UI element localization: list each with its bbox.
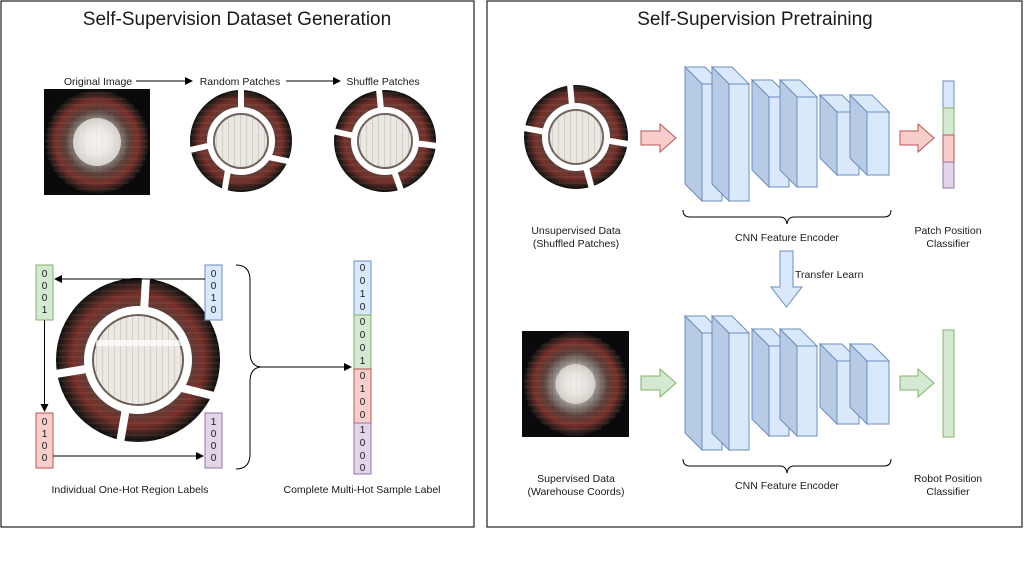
region-patches-image — [55, 276, 223, 444]
robot-classifier-label: Robot Position — [914, 473, 982, 485]
vector-digit: 0 — [211, 453, 217, 464]
multihot-digit: 0 — [360, 302, 366, 313]
left-panel-frame — [0, 0, 475, 528]
vector-digit: 1 — [42, 305, 48, 316]
onehot-vector-blue: 0 0 1 0 — [204, 264, 223, 321]
unsupervised-data-image — [523, 83, 629, 190]
input-arrow-green — [640, 367, 677, 399]
cnn-encoder-top — [683, 65, 891, 203]
grouping-brace — [235, 264, 263, 470]
onehot-vector-purple: 1 0 0 0 — [204, 412, 223, 469]
vector-digit: 0 — [42, 441, 48, 452]
multihot-vector: 0 0 1 0 0 0 0 1 0 1 0 0 1 0 0 0 — [353, 260, 372, 475]
robot-position-classifier — [942, 329, 955, 438]
unsupervised-data-label: Unsupervised Data — [531, 225, 620, 237]
vector-digit: 0 — [211, 281, 217, 292]
vector-digit: 0 — [211, 429, 217, 440]
onehot-vector-green: 0 0 0 1 — [35, 264, 54, 321]
patch-classifier-sublabel: Classifier — [926, 238, 970, 250]
vector-digit: 1 — [211, 417, 217, 428]
multihot-digit: 0 — [360, 397, 366, 408]
vector-digit: 0 — [42, 453, 48, 464]
vector-digit: 0 — [42, 269, 48, 280]
random-patches-image — [189, 88, 293, 195]
multihot-digit: 0 — [360, 317, 366, 328]
encoder-label-top: CNN Feature Encoder — [735, 232, 839, 244]
unsupervised-data-sublabel: (Shuffled Patches) — [533, 238, 619, 250]
right-panel-title: Self-Supervision Pretraining — [637, 9, 873, 30]
left-panel-title: Self-Supervision Dataset Generation — [83, 9, 391, 30]
onehot-vector-red: 0 1 0 0 — [35, 412, 54, 469]
vector-digit: 0 — [42, 417, 48, 428]
encoder-brace-bottom — [682, 458, 892, 474]
supervised-data-image — [522, 331, 629, 437]
patch-classifier-label: Patch Position — [914, 225, 981, 237]
patch-position-classifier — [942, 80, 955, 189]
multihot-digit: 0 — [360, 263, 366, 274]
multihot-digit: 1 — [360, 425, 366, 436]
multihot-digit: 1 — [360, 356, 366, 367]
random-patches-label: Random Patches — [200, 76, 281, 88]
multihot-digit: 0 — [360, 410, 366, 421]
multihot-digit: 1 — [360, 384, 366, 395]
complete-label-caption: Complete Multi-Hot Sample Label — [284, 484, 441, 496]
vector-digit: 0 — [211, 441, 217, 452]
transfer-learn-arrow — [769, 250, 804, 308]
vector-digit: 0 — [42, 281, 48, 292]
output-arrow-green — [899, 367, 935, 399]
multihot-digit: 1 — [360, 289, 366, 300]
supervised-data-sublabel: (Warehouse Coords) — [527, 486, 624, 498]
multihot-digit: 0 — [360, 371, 366, 382]
encoder-label-bottom: CNN Feature Encoder — [735, 480, 839, 492]
original-fisheye-image — [44, 89, 150, 195]
vector-digit: 0 — [42, 293, 48, 304]
right-panel-frame — [486, 0, 1023, 528]
original-image-label: Original Image — [64, 76, 132, 88]
shuffle-patches-label: Shuffle Patches — [346, 76, 419, 88]
supervised-data-label: Supervised Data — [537, 473, 615, 485]
vector-digit: 0 — [211, 269, 217, 280]
encoder-brace-top — [682, 209, 892, 225]
multihot-digit: 0 — [360, 276, 366, 287]
vector-digit: 0 — [211, 305, 217, 316]
multihot-digit: 0 — [360, 330, 366, 341]
multihot-digit: 0 — [360, 343, 366, 354]
shuffled-patches-image — [331, 88, 438, 195]
multihot-digit: 0 — [360, 463, 366, 474]
transfer-learn-label: Transfer Learn — [795, 269, 864, 281]
individual-labels-caption: Individual One-Hot Region Labels — [51, 484, 208, 496]
output-arrow-red — [899, 122, 935, 154]
cnn-encoder-bottom — [683, 314, 891, 452]
multihot-digit: 0 — [360, 451, 366, 462]
input-arrow-red — [640, 122, 677, 154]
multihot-digit: 0 — [360, 438, 366, 449]
vector-digit: 1 — [211, 293, 217, 304]
robot-classifier-sublabel: Classifier — [926, 486, 970, 498]
vector-digit: 1 — [42, 429, 48, 440]
